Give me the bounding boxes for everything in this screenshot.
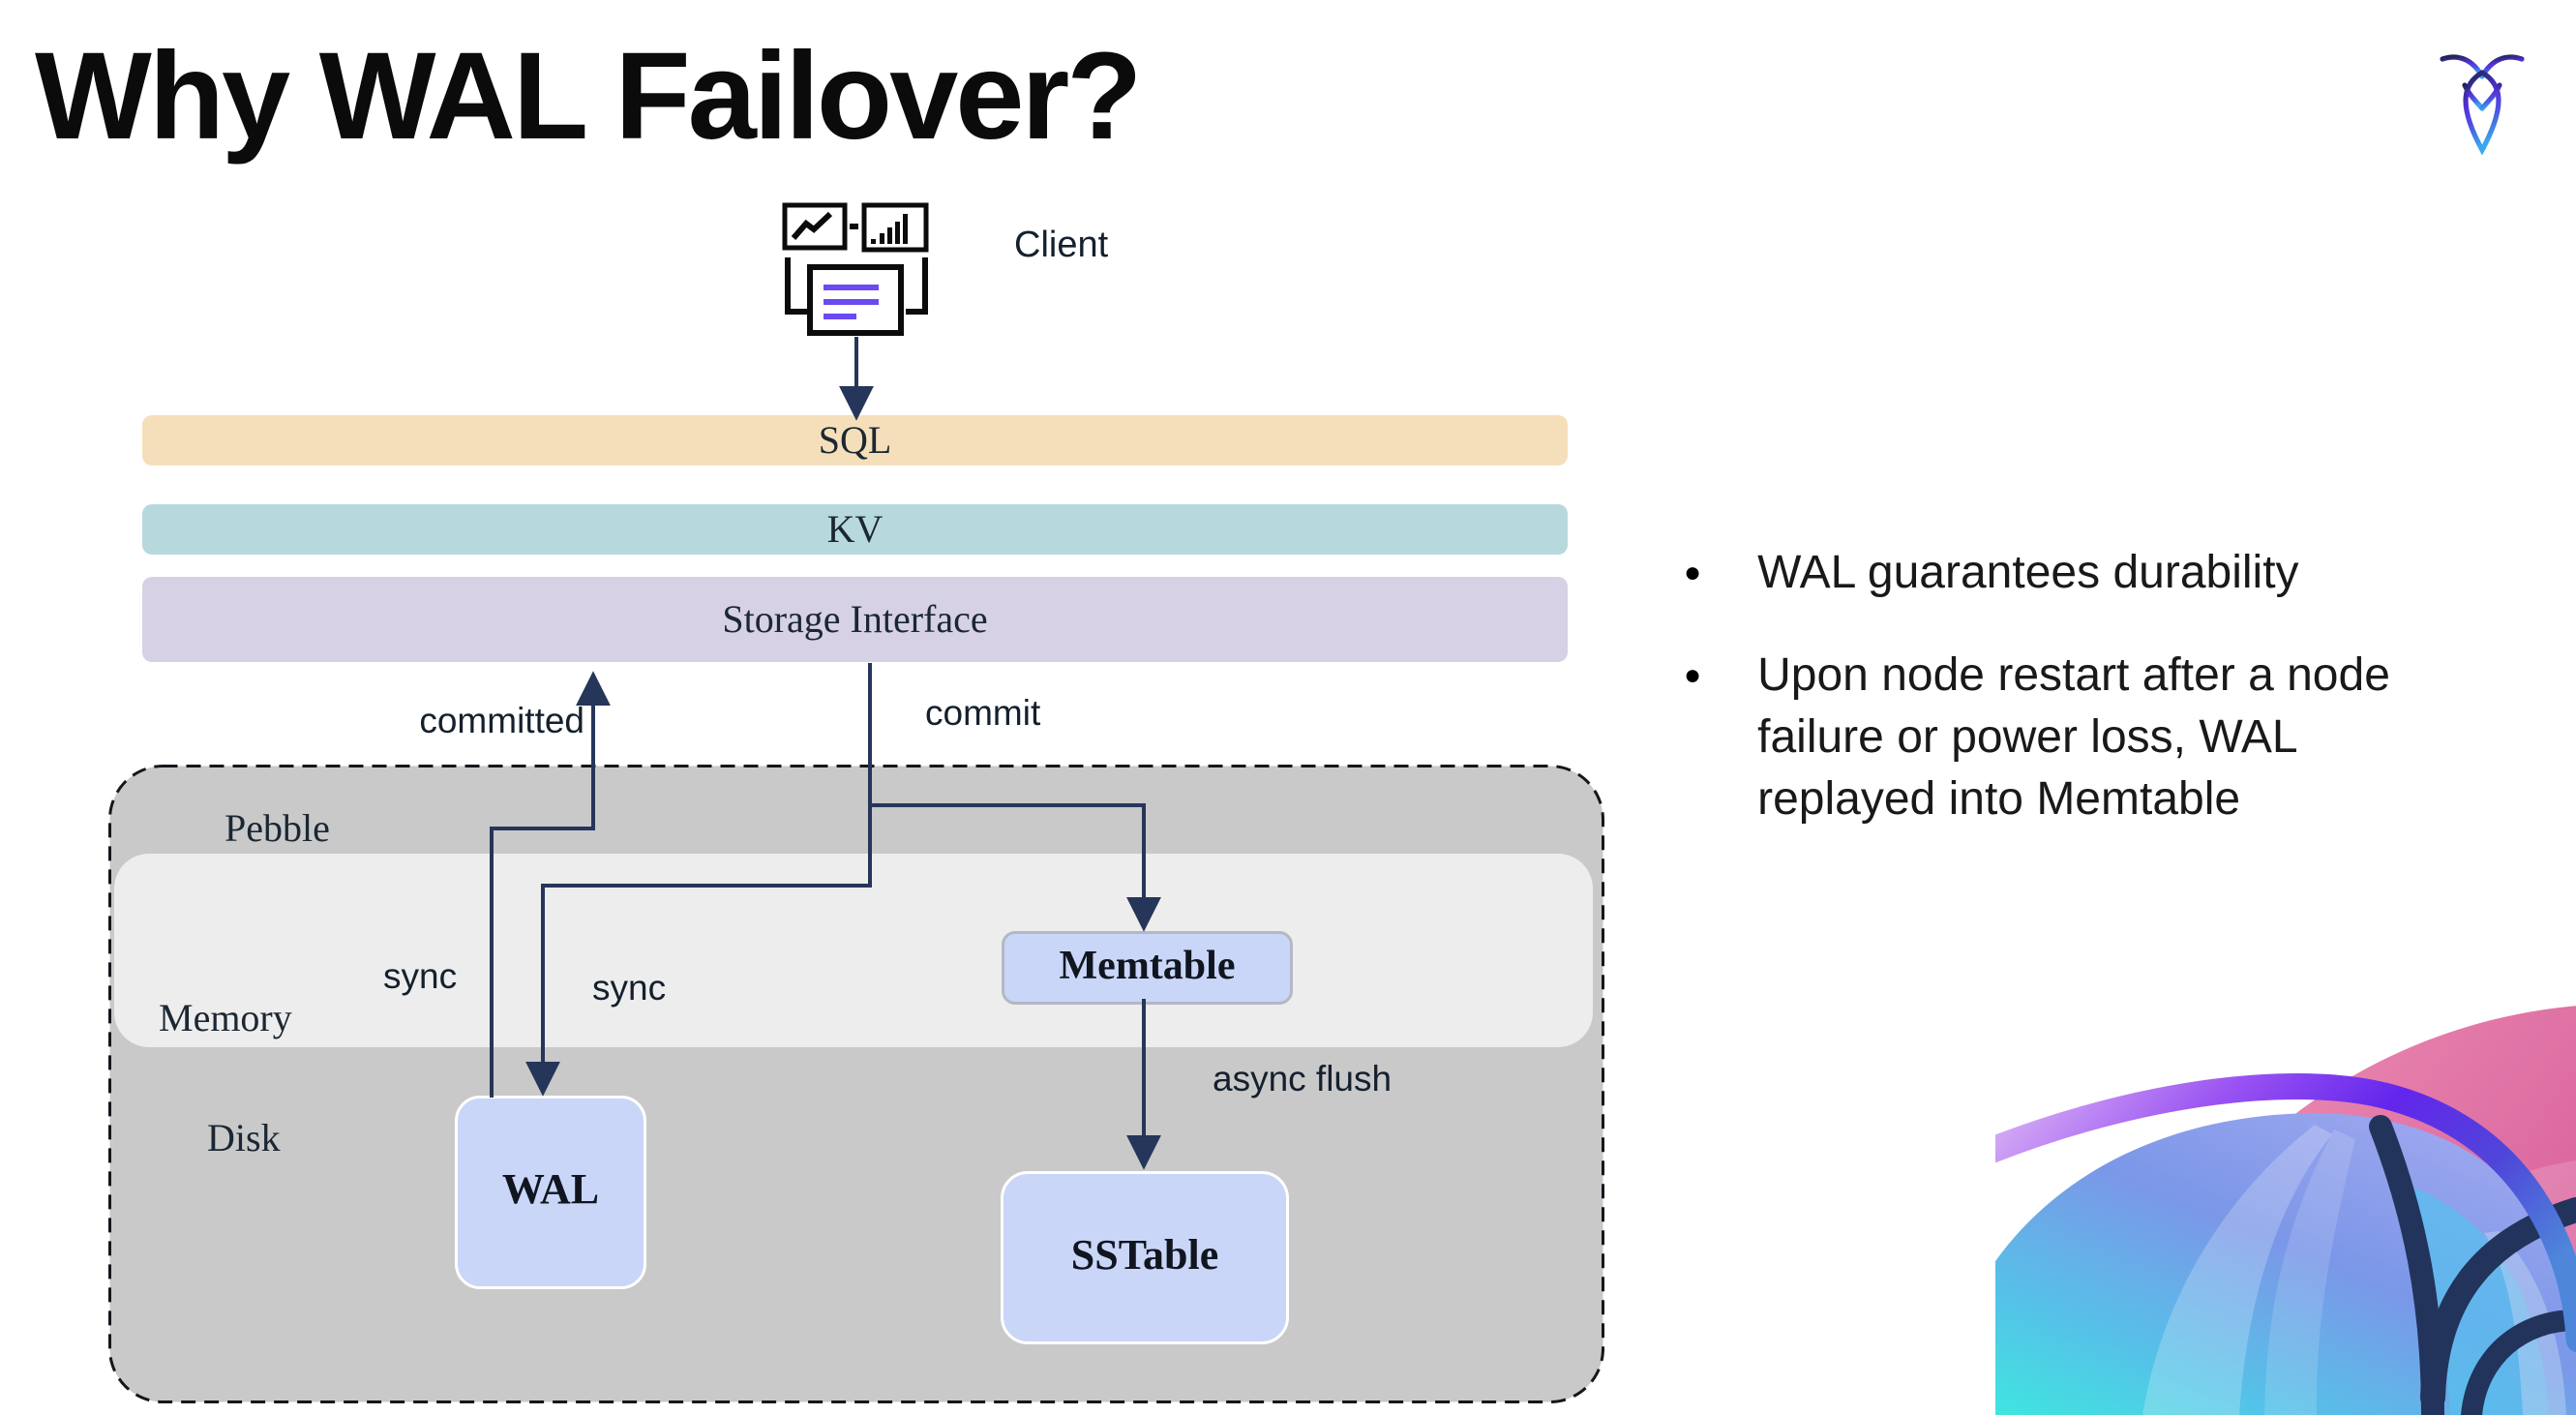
list-item: ● WAL guarantees durability — [1684, 542, 2535, 604]
wal-node: WAL — [455, 1096, 646, 1289]
client-devices-icon — [782, 202, 929, 336]
memtable-node: Memtable — [1002, 931, 1293, 1005]
cockroach-brand-art — [1995, 1006, 2576, 1415]
commit-arrow-label: commit — [925, 693, 1041, 733]
bullet-dot-icon: ● — [1684, 659, 1702, 691]
bullet-list: ● WAL guarantees durability ● Upon node … — [1684, 542, 2535, 871]
bullet-text: WAL guarantees durability — [1757, 547, 2299, 598]
layer-sql: SQL — [142, 415, 1568, 466]
committed-arrow-label: committed — [419, 701, 584, 740]
sync-left-arrow-label: sync — [383, 956, 458, 996]
layer-storage-interface: Storage Interface — [142, 577, 1568, 662]
list-item: ● Upon node restart after a node failure… — [1684, 645, 2535, 830]
async-flush-arrow-label: async flush — [1213, 1059, 1393, 1099]
sync-right-arrow-label: sync — [592, 968, 667, 1008]
client-label: Client — [1014, 225, 1109, 265]
bullet-text: Upon node restart after a node failure o… — [1757, 649, 2390, 825]
cockroachdb-logo-icon — [2440, 54, 2525, 156]
pebble-label: Pebble — [225, 806, 330, 850]
bullet-dot-icon: ● — [1684, 557, 1702, 588]
layer-kv: KV — [142, 504, 1568, 555]
memory-band — [114, 854, 1593, 1047]
sstable-node: SSTable — [1001, 1171, 1289, 1344]
page-title: Why WAL Failover? — [35, 27, 1142, 166]
memory-label: Memory — [159, 996, 292, 1039]
disk-label: Disk — [207, 1116, 281, 1159]
